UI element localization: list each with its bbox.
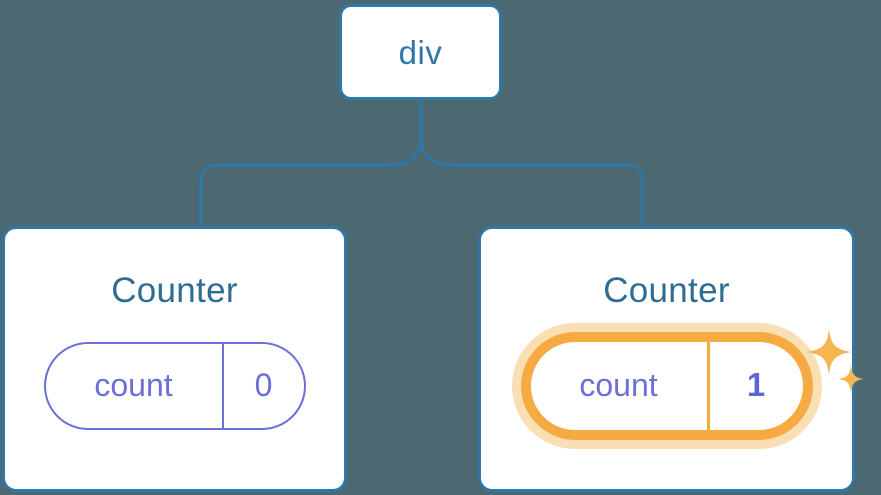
connector-branch-right: [419, 132, 644, 228]
state-pill-wrapper-highlighted: count 1: [481, 332, 852, 440]
state-pill-highlighted[interactable]: count 1: [520, 332, 813, 440]
component-title: Counter: [111, 271, 238, 310]
root-node-div[interactable]: div: [339, 4, 502, 100]
component-title: Counter: [603, 271, 730, 310]
component-card-counter-right[interactable]: Counter count 1: [478, 226, 864, 492]
state-value: 0: [221, 344, 304, 428]
state-pill[interactable]: count 0: [43, 342, 306, 430]
state-value: 1: [706, 342, 803, 430]
state-key: count: [94, 366, 173, 403]
connector-branch-left: [199, 132, 423, 228]
component-card-counter-left[interactable]: Counter count 0: [2, 226, 347, 492]
root-node-label: div: [398, 33, 443, 71]
state-key: count: [579, 366, 658, 403]
state-pill-wrapper: count 0: [5, 342, 344, 430]
